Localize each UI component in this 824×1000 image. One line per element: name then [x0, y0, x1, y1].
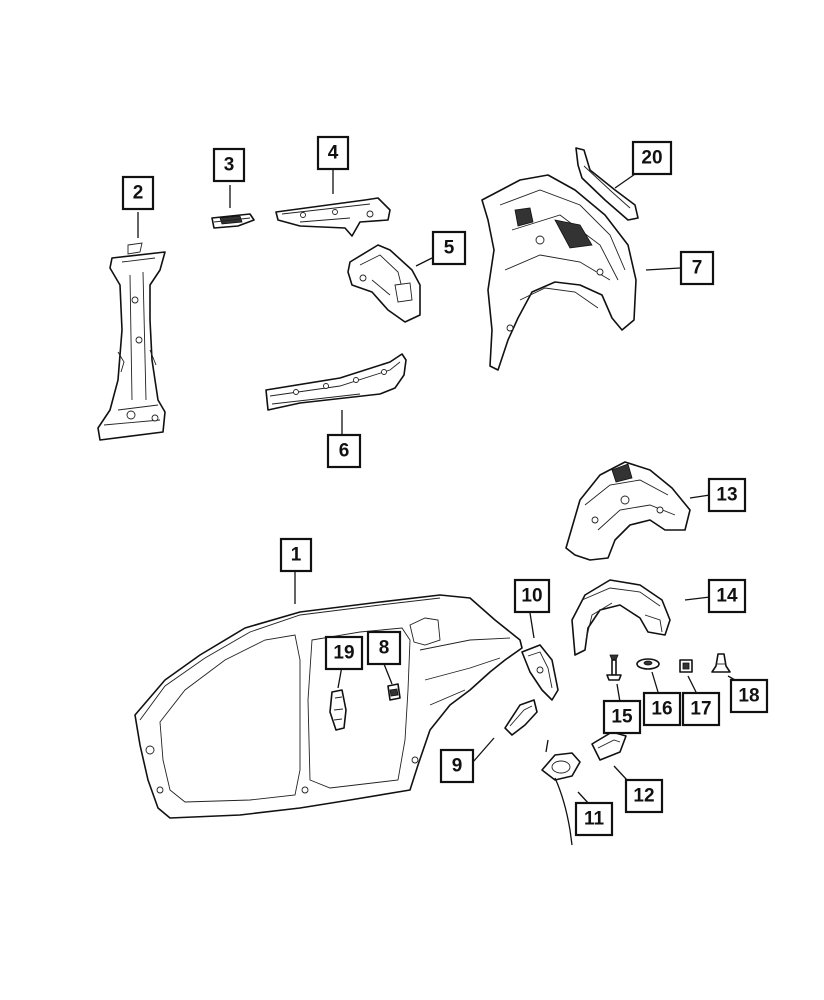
part-1-body-side	[134, 594, 523, 819]
part-8-clip	[387, 683, 401, 701]
callout-5: 5	[431, 230, 467, 266]
part-2-b-pillar	[97, 242, 166, 441]
callout-12-label: 12	[633, 786, 654, 807]
part-10-fuel-housing	[521, 644, 559, 701]
callout-11-label: 11	[584, 809, 605, 830]
callout-14-label: 14	[716, 586, 738, 607]
part-6-rocker-reinforcement	[265, 353, 407, 411]
callout-16: 16	[642, 691, 682, 727]
callout-8-label: 8	[379, 638, 390, 659]
callout-18: 18	[729, 678, 769, 714]
callout-13-label: 13	[716, 485, 737, 506]
callout-19: 19	[324, 635, 364, 671]
callout-2-label: 2	[133, 183, 144, 204]
callout-15-label: 15	[611, 707, 633, 728]
part-7-quarter-inner	[481, 174, 637, 371]
callout-4: 4	[316, 135, 350, 171]
callout-1-label: 1	[291, 545, 302, 566]
callout-10-label: 10	[521, 586, 542, 607]
part-11-fuel-filler	[541, 739, 581, 846]
callout-16-label: 16	[651, 699, 672, 720]
part-17-clip	[679, 659, 693, 673]
callout-18-label: 18	[738, 686, 759, 707]
callout-1: 1	[279, 537, 313, 573]
callout-11: 11	[574, 801, 614, 837]
callout-15: 15	[602, 699, 642, 735]
callout-4-label: 4	[328, 143, 339, 164]
part-12-fuel-door	[591, 731, 627, 761]
callout-17: 17	[681, 691, 721, 727]
callout-8: 8	[366, 630, 402, 666]
callout-7: 7	[679, 250, 715, 286]
part-5-bracket-panel	[347, 244, 421, 323]
part-16-grommet	[636, 658, 660, 670]
callout-12: 12	[624, 778, 664, 814]
callout-9-label: 9	[452, 756, 463, 777]
part-18-push-rivet	[711, 653, 731, 673]
callout-9: 9	[439, 748, 475, 784]
callout-7-label: 7	[692, 258, 703, 279]
part-13-wheelhouse-inner	[565, 461, 691, 561]
callout-6: 6	[326, 433, 362, 469]
callout-3-label: 3	[224, 155, 235, 176]
callout-19-label: 19	[333, 643, 354, 664]
callout-10: 10	[513, 578, 551, 614]
callout-20-label: 20	[641, 148, 662, 169]
callout-2: 2	[121, 175, 155, 211]
callout-13: 13	[707, 477, 747, 513]
callout-5-label: 5	[444, 238, 455, 259]
callout-3: 3	[212, 147, 246, 183]
part-19-reinforcement	[329, 689, 347, 731]
part-15-push-pin	[606, 654, 622, 681]
part-14-wheelhouse-liner	[571, 579, 671, 656]
part-3-bracket	[211, 213, 255, 229]
part-20-rail-bracket	[575, 147, 639, 221]
part-4-rail-reinforcement	[275, 197, 391, 237]
callout-20: 20	[631, 140, 673, 176]
callout-17-label: 17	[690, 699, 711, 720]
callout-6-label: 6	[339, 441, 350, 462]
part-9-bracket	[504, 699, 538, 736]
callout-14: 14	[707, 578, 747, 614]
leader-lines	[137, 170, 736, 806]
